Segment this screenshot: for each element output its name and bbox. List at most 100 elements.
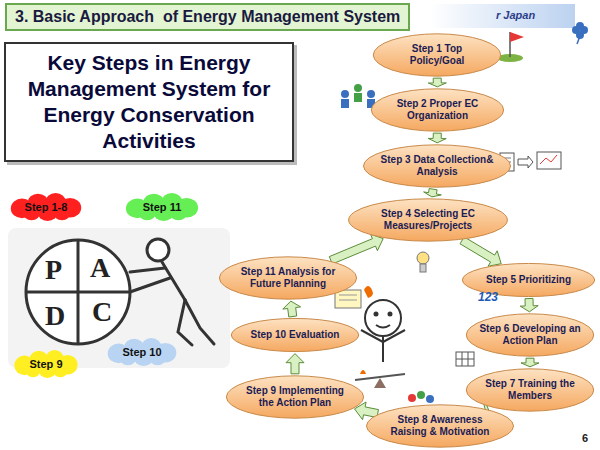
flow-arrow [428,78,446,87]
node-text: Step 10 [122,346,161,358]
node-text: Step 6 Developing an Action Plan [478,323,582,347]
flag-icon [497,32,524,62]
pointer-icon [417,252,429,264]
stick-figure [365,300,401,336]
ribbon-icon [408,391,434,403]
step-ellipse: Step 8 Awareness Raising & Motivation [365,403,515,449]
document-icon [537,152,561,169]
node-text: Step 3 Data Collection& Analysis [377,154,497,178]
ribbon-icon [426,395,434,403]
flow-arrow [286,354,304,374]
people-icon [354,84,362,92]
people-icon [341,90,349,98]
pushing-man [130,239,214,345]
step-cloud: Step 10 [103,338,181,366]
step-ellipse: Step 10 Evaluation [230,317,360,353]
pushing-man [178,300,192,345]
node-text: Step 1 Top Policy/Goal [385,43,489,67]
pdca-letter: A [90,252,110,284]
people-icon [341,99,349,108]
ribbon-icon [417,391,425,399]
seesaw-icon [360,370,366,374]
node-text: Step 1-8 [25,201,68,213]
page-number: 6 [582,432,588,444]
stick-figure [383,330,405,342]
node-text: Step 11 Analysis for Future Planning [232,266,344,290]
flow-arrow [460,237,501,266]
step-ellipse: Step 11 Analysis for Future Planning [218,255,358,301]
pdca-wheel [77,240,80,344]
step-cloud: Step 11 [121,193,203,221]
document-icon [540,155,557,164]
header-band [430,4,575,28]
flow-arrow [520,298,538,311]
pdca-letter: C [92,296,112,328]
grid-icon [456,359,474,360]
ribbon-icon [408,394,416,402]
pdca-panel [8,228,230,368]
pushing-man [130,278,170,292]
slide-title: 3. Basic Approach of Energy Management S… [5,3,410,31]
header-band [430,4,575,28]
document-icon [518,156,533,168]
stick-figure [389,313,392,316]
clover-logo [572,22,588,44]
node-text: Step 10 Evaluation [251,329,340,341]
stick-figure [375,313,378,316]
people-icon [367,90,375,98]
node-text: Step 9 [29,358,62,370]
pointer-icon [420,264,426,272]
flag-icon [510,32,524,42]
grid-icon [456,352,474,366]
pdca-letter: D [45,300,65,332]
clover-logo [576,22,584,30]
pushing-man [147,239,169,261]
paper-icon [339,300,357,301]
pdca-wheel [26,240,130,344]
pdca-letter: P [45,254,62,286]
seesaw-icon [374,378,386,388]
node-text: Step 8 Awareness Raising & Motivation [380,414,500,438]
node-text: Step 11 [143,201,182,213]
pdca-wheel [26,240,130,344]
flow-arrow [521,358,539,367]
step-ellipse: Step 7 Training the Members [465,367,595,413]
node-text: Step 7 Training the Members [478,378,582,402]
pushing-man [130,268,165,272]
step-ellipse: Step 6 Developing an Action Plan [465,312,595,358]
clover-logo [577,36,580,44]
stick-figure [361,300,405,362]
title-box: Key Steps in Energy Management System fo… [4,42,294,162]
node-text: Step 9 Implementing the Action Plan [239,385,351,409]
label-text: 123 [478,290,498,304]
pushing-man [185,300,214,344]
pointer-icon [417,252,429,272]
node-text: Step 2 Proper EC Organization [384,98,492,122]
step-ellipse: Step 2 Proper EC Organization [370,87,505,133]
people-icon [354,93,362,102]
people-icon [341,84,375,108]
seesaw-icon [355,374,405,380]
step-ellipse: Step 3 Data Collection& Analysis [362,143,512,189]
flow-arrow [329,234,383,264]
stick-figure [376,325,390,328]
step-cloud: Step 1-8 [6,193,86,221]
flow-arrow [424,189,442,197]
paper-icon [364,286,373,298]
step-cloud: Step 9 [10,350,82,378]
pdca-panel [8,228,230,368]
flow-arrow [428,133,446,143]
flow-arrow [283,301,301,317]
grid-icon [456,352,474,366]
paper-icon [339,295,357,296]
step-ellipse: Step 9 Implementing the Action Plan [225,374,365,420]
step-ellipse: Step 1 Top Policy/Goal [372,32,502,78]
seesaw-icon [355,370,405,388]
node-text: Step 4 Selecting EC Measures/Projects [363,208,493,232]
step-ellipse: Step 4 Selecting EC Measures/Projects [347,197,509,243]
stick-figure [361,330,383,342]
node-text: Step 5 Prioritizing [486,274,571,286]
label-text: r Japan [496,9,535,21]
stick-figure [382,336,384,362]
node-text: Key Steps in Energy Management System fo… [14,50,284,154]
